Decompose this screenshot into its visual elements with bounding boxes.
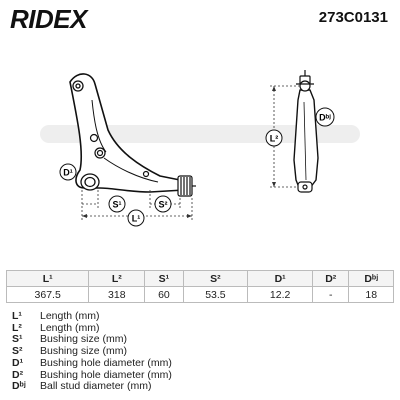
dimension-lines-side: [270, 85, 300, 188]
badge-d1: D¹: [59, 163, 77, 181]
arm-side-view: [293, 89, 319, 191]
spec-header: Dᵇʲ: [348, 270, 394, 287]
spec-header: D²: [311, 270, 350, 287]
spec-value: -: [311, 286, 350, 303]
spec-header: D¹: [247, 270, 313, 287]
dimension-arrows-side: [272, 86, 276, 187]
spec-header: S¹: [144, 270, 184, 287]
spec-value: 318: [88, 286, 146, 303]
spec-header: L¹: [5, 270, 90, 287]
front-bushing: [80, 173, 100, 191]
legend-text: Bushing size (mm): [40, 345, 127, 358]
part-number: 273C0131: [318, 9, 388, 26]
legend-text: Ball stud diameter (mm): [40, 380, 152, 393]
badge-d1-label: D¹: [63, 168, 73, 178]
ball-stud-side: [296, 70, 314, 92]
bushing-side: [297, 181, 313, 193]
legend-text: Length (mm): [40, 321, 100, 334]
legend-item: L¹ Length (mm): [12, 310, 172, 323]
spec-value: 12.2: [247, 286, 313, 303]
spec-table-header-row: L¹ L² S¹ S² D¹ D² Dᵇʲ: [5, 270, 394, 287]
legend-text: Bushing hole diameter (mm): [40, 356, 172, 369]
badge-s1: S¹: [108, 195, 126, 213]
legend-key: S²: [12, 345, 23, 358]
legend-key: L²: [12, 321, 22, 334]
dimension-arrows-front: [82, 214, 192, 218]
legend-item: L² Length (mm): [12, 321, 172, 335]
legend-key: D²: [12, 368, 24, 381]
spec-value: 18: [348, 286, 394, 303]
spec-value: 367.5: [5, 286, 90, 303]
arm-holes: [89, 133, 150, 178]
badge-s1-label: S¹: [113, 200, 122, 210]
legend: L¹ Length (mm) L² Length (mm) S¹ Bushing si…: [12, 310, 172, 393]
badge-dbj-label: Dᵇʲ: [319, 113, 331, 123]
badge-l2-label: L²: [270, 134, 279, 144]
control-arm-drawing: D¹ S¹ S² L¹ L² Dᵇʲ: [40, 70, 360, 227]
legend-item: D¹ Bushing hole diameter (mm): [12, 356, 172, 370]
arm-front-view: [69, 73, 185, 193]
legend-text: Bushing hole diameter (mm): [40, 368, 172, 381]
badge-s2: S²: [154, 195, 172, 213]
spec-table-value-row: 367.5 318 60 53.5 12.2 - 18: [5, 286, 394, 303]
legend-item: S¹ Bushing size (mm): [12, 334, 172, 346]
spec-value: 53.5: [182, 286, 249, 303]
legend-item: S² Bushing size (mm): [12, 345, 172, 358]
brand-logo: RIDEX: [10, 4, 87, 34]
ball-joint-top: [72, 80, 84, 92]
legend-item: D² Bushing hole diameter (mm): [12, 368, 172, 382]
legend-key: S¹: [12, 333, 23, 346]
legend-key: Dᵇʲ: [12, 380, 26, 393]
legend-text: Bushing size (mm): [40, 333, 127, 346]
badge-s2-label: S²: [159, 200, 168, 210]
legend-key: D¹: [12, 356, 24, 369]
spec-value: 60: [144, 286, 184, 303]
spec-header: S²: [182, 270, 249, 287]
legend-key: L¹: [12, 310, 22, 322]
spec-header: L²: [88, 270, 146, 287]
badge-l2: L²: [265, 129, 283, 147]
legend-item: Dᵇʲ Ball stud diameter (mm): [12, 381, 172, 393]
legend-text: Length (mm): [40, 310, 100, 322]
badge-l1-label: L¹: [132, 214, 141, 224]
rear-bushing: [177, 175, 196, 197]
spec-table: L¹ L² S¹ S² D¹ D² Dᵇʲ 367.5 318 60 53.5 …: [5, 270, 394, 303]
badge-l1: L¹: [127, 209, 145, 227]
badge-dbj: Dᵇʲ: [315, 107, 335, 127]
